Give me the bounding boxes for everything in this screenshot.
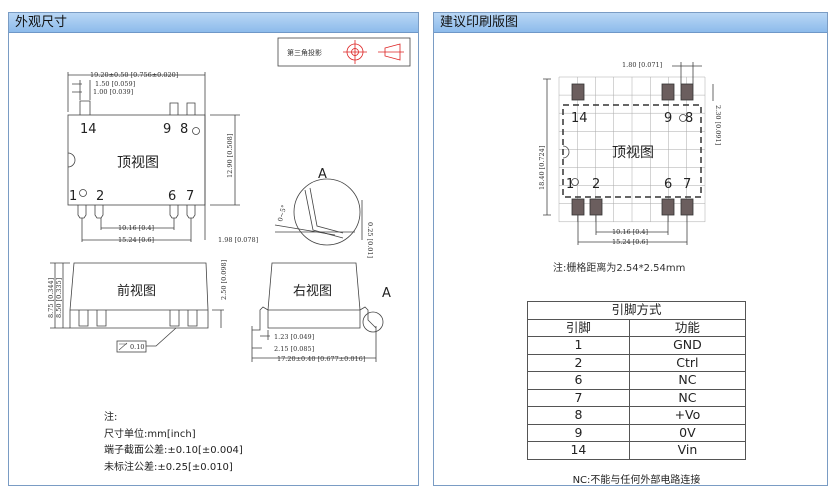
column-header: 引脚 (527, 318, 630, 337)
outline-dimensions-panel: 外观尺寸 (8, 12, 419, 486)
pin-function: Vin (628, 441, 747, 460)
svg-text:12.90 [0.508]: 12.90 [0.508] (226, 134, 234, 178)
svg-text:17.20±0.40 [0.677±0.016]: 17.20±0.40 [0.677±0.016] (277, 355, 365, 363)
svg-text:右视图: 右视图 (293, 284, 332, 299)
pin-number: 8 (527, 406, 630, 425)
svg-text:前视图: 前视图 (117, 283, 156, 299)
pin-number: 9 (527, 423, 630, 442)
svg-text:15.24 [0.6]: 15.24 [0.6] (118, 236, 154, 244)
pin-function: 0V (628, 423, 747, 442)
svg-text:19.20±0.50 [0.756±0.020]: 19.20±0.50 [0.756±0.020] (90, 71, 178, 79)
pin-number: 6 (527, 371, 630, 390)
top-view-label: 顶视图 (117, 155, 159, 171)
svg-text:1.80 [0.071]: 1.80 [0.071] (622, 61, 662, 69)
svg-text:A: A (318, 167, 327, 182)
svg-text:A: A (382, 286, 391, 301)
pcb-layout-drawing: 14 9 8 1 2 6 7 顶视图 1.80 [0.071] 2.30 [0.… (538, 61, 722, 274)
pin-number: 2 (527, 353, 630, 372)
note-units: 尺寸单位:mm[inch] (104, 428, 196, 440)
svg-text:8: 8 (180, 122, 188, 137)
svg-text:2: 2 (592, 177, 600, 192)
pin-function: GND (628, 336, 747, 355)
pin-number: 1 (527, 336, 630, 355)
svg-text:0~5°: 0~5° (276, 204, 288, 222)
svg-text:2.50 [0.098]: 2.50 [0.098] (220, 260, 228, 300)
svg-text:0.10: 0.10 (130, 343, 144, 351)
top-view-drawing: 14 9 8 1 2 6 7 顶视图 19.20±0.50 [0.756±0.0… (67, 71, 258, 244)
note-terminal-tolerance: 端子截面公差:±0.10[±0.004] (104, 445, 243, 456)
svg-text:8: 8 (685, 111, 693, 126)
svg-text:2.15 [0.085]: 2.15 [0.085] (274, 345, 314, 353)
note-general-tolerance: 未标注公差:±0.25[±0.010] (104, 461, 233, 473)
projection-symbol: 第三角投影 (277, 37, 411, 67)
table-title: 引脚方式 (527, 301, 746, 320)
svg-text:1.23 [0.049]: 1.23 [0.049] (274, 333, 314, 341)
svg-text:15.24 [0.6]: 15.24 [0.6] (612, 238, 648, 246)
svg-text:1: 1 (566, 177, 574, 192)
notes: 注: 尺寸单位:mm[inch] 端子截面公差:±0.10[±0.004] 未标… (104, 410, 243, 476)
pin-function: Ctrl (628, 353, 747, 372)
column-header: 功能 (628, 318, 747, 337)
note-heading: 注: (104, 412, 118, 423)
svg-text:10.16 [0.4]: 10.16 [0.4] (612, 228, 648, 236)
svg-text:6: 6 (664, 177, 672, 192)
svg-text:14: 14 (80, 122, 97, 137)
right-view-drawing: 右视图 A 1.23 [0.049] 2.15 [0.085] 17.20±0.… (251, 262, 391, 363)
svg-text:14: 14 (571, 111, 588, 126)
projection-label: 第三角投影 (287, 48, 322, 57)
pin-function: NC (628, 371, 747, 390)
svg-text:8.75 [0.344]: 8.75 [0.344] (47, 278, 55, 318)
svg-text:9: 9 (664, 111, 672, 126)
svg-text:1.98 [0.078]: 1.98 [0.078] (218, 236, 258, 244)
front-view-drawing: 前视图 8.75 [0.344] 8.50 [0.335] 2.50 [0.09… (47, 260, 228, 353)
pin-function: NC (628, 388, 747, 407)
svg-text:顶视图: 顶视图 (612, 145, 654, 161)
pin-function: +Vo (628, 406, 747, 425)
detail-a-drawing: A 0~5° 0.25 [0.01] (274, 167, 374, 258)
grid-note: 注:栅格距离为2.54*2.54mm (553, 261, 685, 274)
panel-title: 外观尺寸 (9, 13, 418, 33)
nc-note: NC:不能与任何外部电路连接 (572, 475, 701, 486)
svg-text:7: 7 (683, 177, 691, 192)
svg-text:2.30 [0.091]: 2.30 [0.091] (714, 105, 722, 145)
svg-text:0.25 [0.01]: 0.25 [0.01] (366, 222, 374, 258)
svg-text:18.40 [0.724]: 18.40 [0.724] (538, 146, 546, 190)
svg-text:1.00 [0.039]: 1.00 [0.039] (93, 88, 133, 96)
svg-text:9: 9 (163, 122, 171, 137)
svg-text:10.16 [0.4]: 10.16 [0.4] (118, 224, 154, 232)
svg-text:1: 1 (69, 189, 77, 204)
svg-text:7: 7 (186, 189, 194, 204)
svg-text:2: 2 (96, 189, 104, 204)
svg-text:8.50 [0.335]: 8.50 [0.335] (55, 278, 63, 318)
svg-text:1.50 [0.059]: 1.50 [0.059] (95, 80, 135, 88)
pin-number: 7 (527, 388, 630, 407)
svg-text:6: 6 (168, 189, 176, 204)
pin-number: 14 (527, 441, 630, 460)
table-row: 8+Vo (527, 406, 747, 425)
panel-title: 建议印刷版图 (434, 13, 827, 33)
